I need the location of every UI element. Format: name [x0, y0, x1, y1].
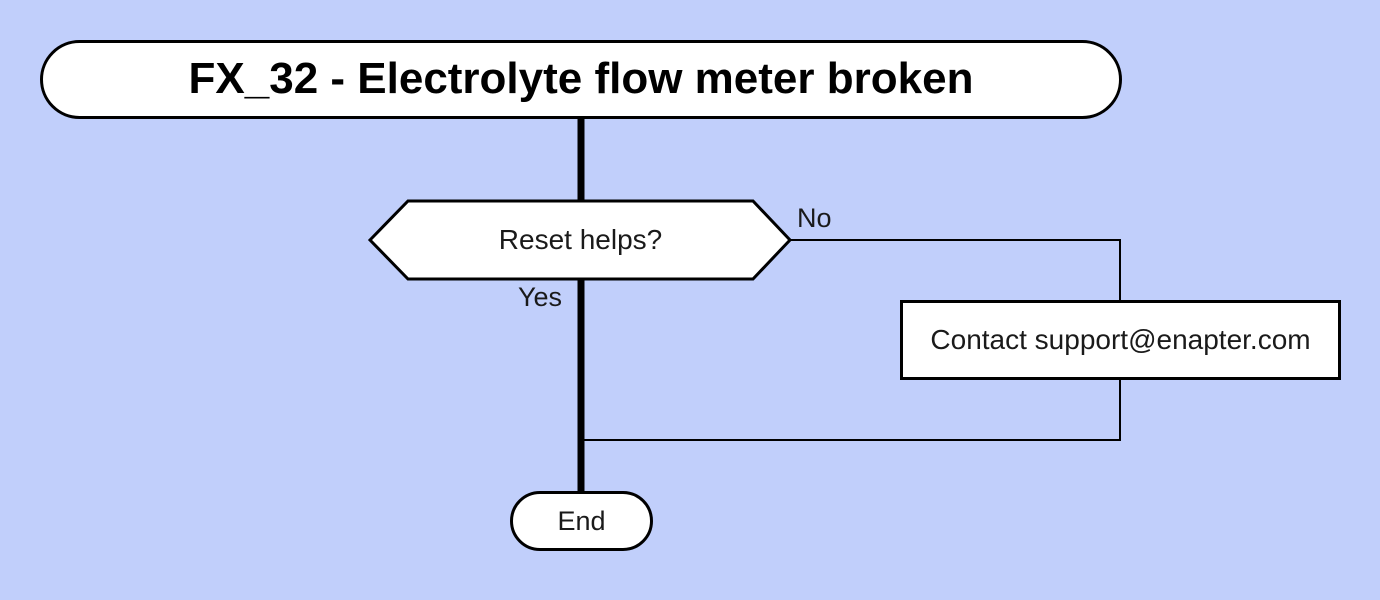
- node-title: FX_32 - Electrolyte flow meter broken: [40, 40, 1122, 119]
- decision-label: Reset helps?: [498, 224, 663, 255]
- node-end: End: [510, 491, 653, 551]
- node-action: Contact support@enapter.com: [900, 300, 1341, 380]
- node-decision: Reset helps?: [408, 201, 753, 279]
- title-label: FX_32 - Electrolyte flow meter broken: [188, 54, 974, 104]
- edge-label-yes: Yes: [518, 282, 563, 312]
- decision-shape: [367, 199, 793, 281]
- end-label: End: [557, 505, 606, 536]
- action-label: Contact support@enapter.com: [930, 324, 1311, 356]
- edge-label-no: No: [797, 203, 832, 233]
